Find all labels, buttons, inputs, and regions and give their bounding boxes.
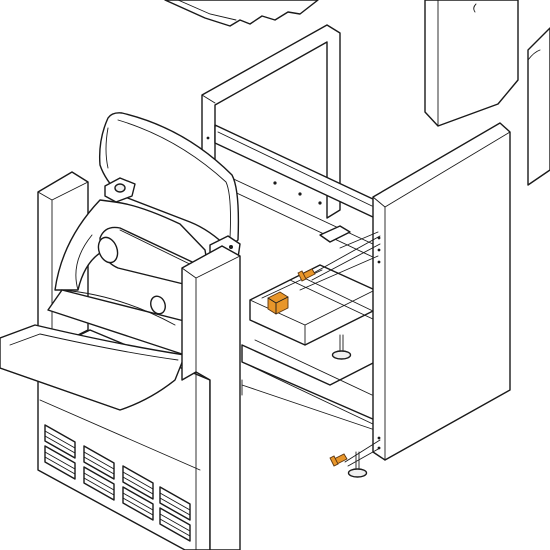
upper-right-cabinet	[424, 0, 550, 186]
orange-screw-upper	[297, 268, 316, 282]
left-cabinet-front-post	[181, 245, 241, 550]
drawer-frame	[214, 124, 376, 431]
orange-clip	[267, 291, 289, 315]
top-panel	[164, 0, 319, 27]
assembly-guides-lower	[344, 439, 381, 467]
cradle-assembly	[0, 112, 241, 411]
assembly-guides-upper	[299, 231, 381, 291]
right-side-panel	[372, 122, 511, 461]
orange-screw-lower	[329, 453, 348, 467]
leveling-foot-lower	[347, 451, 368, 478]
leveling-foot-upper	[331, 334, 352, 360]
vent-louvers	[44, 424, 191, 542]
